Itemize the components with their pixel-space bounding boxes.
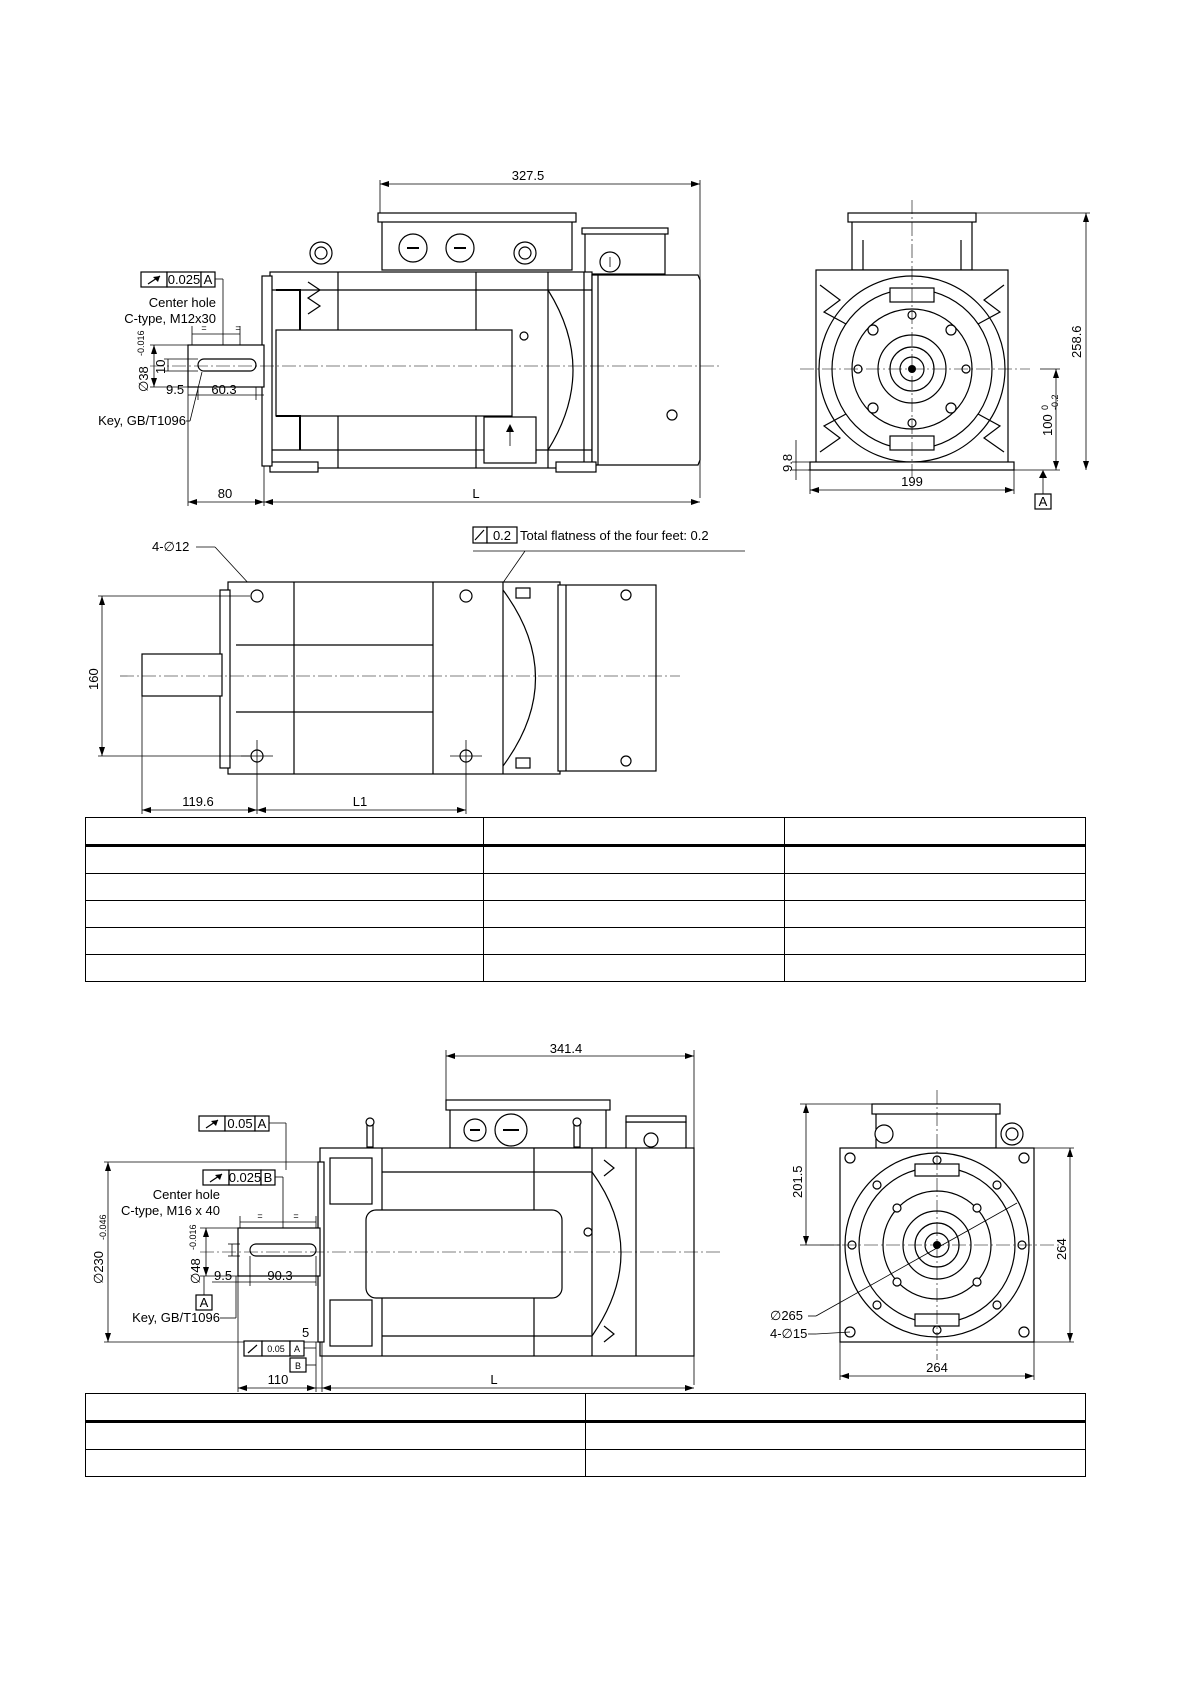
- table-cell: [483, 954, 785, 982]
- m1-center-hole-line1: Center hole: [149, 295, 216, 310]
- m2-holes-note: 4-∅15: [770, 1326, 807, 1341]
- m1-shaft-height-tol-low: -0.2: [1050, 394, 1060, 410]
- table-row: [85, 1449, 1086, 1477]
- table-row: [85, 1393, 1086, 1423]
- m2-flange-tol: -0.046: [98, 1214, 108, 1240]
- m2-tol3-datum: A: [294, 1344, 300, 1354]
- m1-foot-holes-note: 4-∅12: [152, 539, 189, 554]
- m2-square-height-dim: 264: [1054, 1238, 1069, 1260]
- m1-length-dim: L: [472, 486, 479, 501]
- m1-shaft-height-tol-up: 0: [1040, 405, 1050, 410]
- table-cell: [85, 845, 484, 874]
- m1-foot-dist-a: 119.6: [182, 794, 214, 809]
- table-cell: [784, 954, 1086, 982]
- table-cell: [85, 927, 484, 955]
- table-cell: [483, 873, 785, 901]
- m1-foot-thickness-dim: 9.8: [780, 454, 795, 472]
- m1-foot-spacing-dim: 160: [86, 668, 101, 690]
- table-cell: [483, 927, 785, 955]
- table-cell: [85, 1393, 586, 1423]
- svg-text:=: =: [293, 1211, 298, 1221]
- m1-flatness-note: Total flatness of the four feet: 0.2: [520, 528, 709, 543]
- m1-tol-datum: A: [204, 272, 213, 287]
- m2-tol2-value: 0.025: [229, 1170, 262, 1185]
- table-row: [85, 900, 1086, 928]
- table-cell: [585, 1449, 1086, 1477]
- spec-table-1: [85, 817, 1086, 982]
- m1-datum-a: A: [1039, 494, 1048, 509]
- m2-length-dim: L: [490, 1372, 497, 1387]
- m2-center-hole-line2: C-type, M16 x 40: [121, 1203, 220, 1218]
- m1-shaft-height-dim: 100: [1040, 414, 1055, 436]
- m2-tol1-value: 0.05: [227, 1116, 252, 1131]
- table-cell: [483, 817, 785, 847]
- m1-box-width-dim: 327.5: [512, 168, 545, 183]
- table-cell: [585, 1393, 1086, 1423]
- table-row: [85, 927, 1086, 955]
- table-cell: [784, 845, 1086, 874]
- motor1-end-view: 258.6 100 0 -0.2 A 9.8: [780, 200, 1090, 510]
- m2-square-width-dim: 264: [926, 1360, 948, 1375]
- table-cell: [85, 900, 484, 928]
- m2-shaft-length-dim: 110: [268, 1372, 289, 1387]
- m2-flange-dia: ∅230: [91, 1251, 106, 1284]
- m1-key-height: 10: [153, 360, 168, 374]
- m1-tol-value: 0.025: [168, 272, 201, 287]
- spec-table-2: [85, 1393, 1086, 1477]
- table-cell: [585, 1421, 1086, 1450]
- table-cell: [784, 873, 1086, 901]
- m2-shaft-dia: ∅48: [188, 1258, 203, 1284]
- table-cell: [85, 873, 484, 901]
- svg-text:=: =: [235, 323, 240, 333]
- table-row: [85, 954, 1086, 982]
- m2-flange-thickness: 5: [302, 1325, 309, 1340]
- m1-key-offset: 9.5: [166, 382, 184, 397]
- table-row: [85, 1421, 1086, 1450]
- table-cell: [85, 1421, 586, 1450]
- motor2-end-view: 201.5 264 264 ∅265 4-∅15: [770, 1090, 1074, 1380]
- svg-text:=: =: [201, 323, 206, 333]
- m1-foot-dist-b: L1: [353, 794, 367, 809]
- m2-key-note: Key, GB/T1096: [132, 1310, 220, 1325]
- svg-text:=: =: [257, 1211, 262, 1221]
- m2-center-hole-line1: Center hole: [153, 1187, 220, 1202]
- table-cell: [483, 900, 785, 928]
- table-cell: [784, 927, 1086, 955]
- m1-key-note: Key, GB/T1096: [98, 413, 186, 428]
- m1-key-length: 60.3: [211, 382, 236, 397]
- m2-height-axis-dim: 201.5: [790, 1165, 805, 1198]
- table-row: [85, 817, 1086, 847]
- m2-tol2-datum: B: [264, 1170, 273, 1185]
- table-row: [85, 873, 1086, 901]
- motor2-side-view: 341.4: [91, 1041, 720, 1392]
- m1-height-dim: 258.6: [1069, 325, 1084, 358]
- m2-tol1-datum: A: [258, 1116, 267, 1131]
- m2-shaft-dia-tol: -0.016: [188, 1224, 198, 1250]
- m1-foot-width-dim: 199: [901, 474, 923, 489]
- table-row: [85, 845, 1086, 874]
- table-cell: [85, 1449, 586, 1477]
- m2-datum-b: B: [295, 1361, 301, 1371]
- table-cell: [85, 817, 484, 847]
- table-cell: [483, 845, 785, 874]
- table-cell: [784, 817, 1086, 847]
- motor1-side-view: 327.5: [98, 168, 720, 506]
- m1-flatness-value: 0.2: [493, 528, 511, 543]
- m2-datum-a: A: [200, 1295, 209, 1310]
- motor1-bottom-view: 4-∅12 0.2 Total flatness of the four fee…: [86, 526, 745, 814]
- m2-key-offset: 9.5: [214, 1268, 232, 1283]
- table-cell: [85, 954, 484, 982]
- m2-box-width-dim: 341.4: [550, 1041, 583, 1056]
- m2-key-length: 90.3: [267, 1268, 292, 1283]
- m1-center-hole-line2: C-type, M12x30: [124, 311, 216, 326]
- m2-pcd-note: ∅265: [770, 1308, 803, 1323]
- m1-shaft-dia-tol: -0.016: [136, 330, 146, 356]
- m2-tol3-value: 0.05: [267, 1344, 285, 1354]
- m1-shaft-dia: ∅38: [136, 366, 151, 392]
- m1-shaft-length-dim: 80: [218, 486, 232, 501]
- table-cell: [784, 900, 1086, 928]
